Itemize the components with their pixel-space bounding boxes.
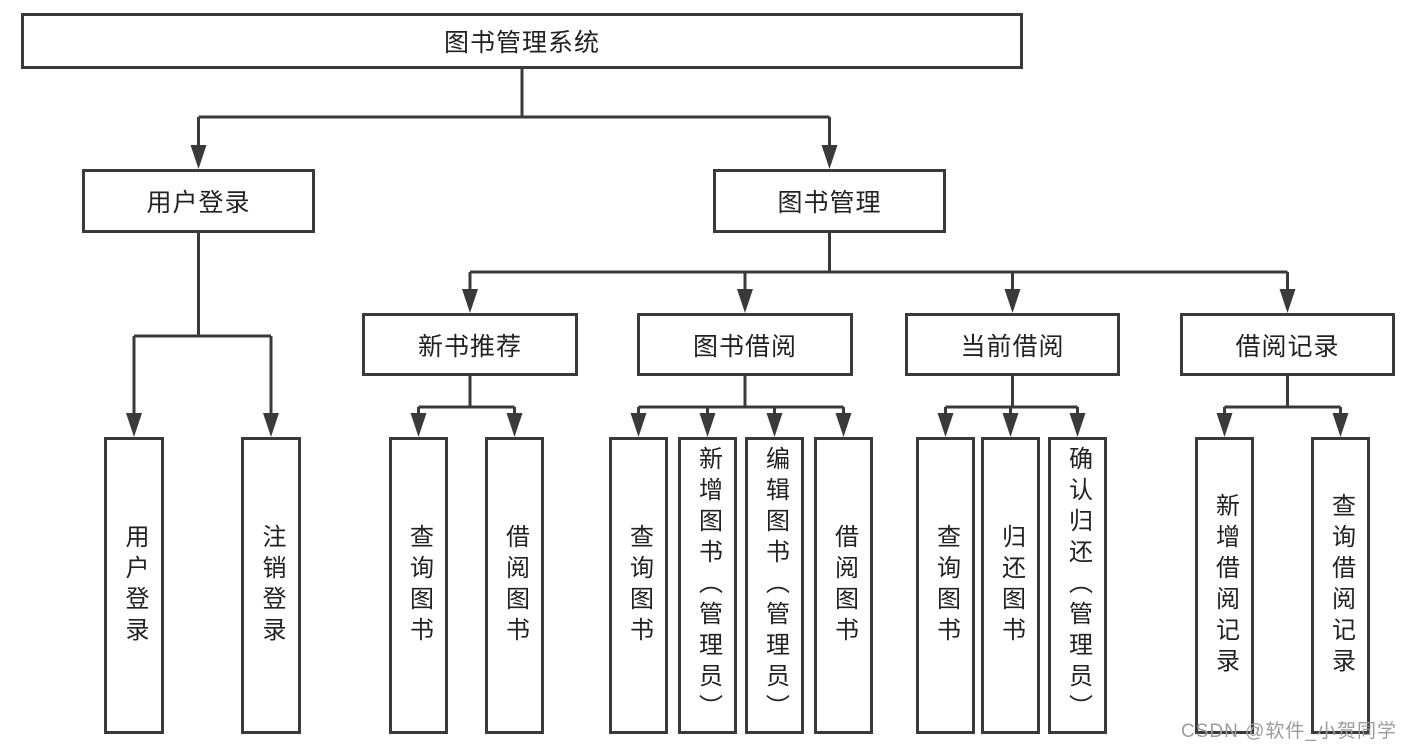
node-label-leaf-borrow-books-recommend: 借阅图书 xyxy=(501,523,529,648)
node-label-current-borrowing: 当前借阅 xyxy=(960,332,1065,361)
node-label-leaf-confirm-return-admin: 确认归还（管理员） xyxy=(1064,446,1092,725)
arrowhead-down-icon xyxy=(462,289,478,313)
arrowhead-down-icon xyxy=(1004,289,1021,313)
node-label-leaf-borrow-books: 借阅图书 xyxy=(830,523,858,648)
node-label-leaf-query-books-borrow: 查询图书 xyxy=(625,523,653,648)
node-label-leaf-edit-books-admin: 编辑图书（管理员） xyxy=(761,446,789,725)
node-label-library-management-system: 图书管理系统 xyxy=(443,29,600,57)
arrowhead-down-icon xyxy=(126,413,142,437)
arrowhead-down-icon xyxy=(766,413,783,437)
node-leaf-logout: 注销登录 xyxy=(241,437,301,734)
arrowhead-down-icon xyxy=(1002,413,1019,437)
node-label-book-borrowing: 图书借阅 xyxy=(692,332,797,361)
node-leaf-add-books-admin: 新增图书（管理员） xyxy=(678,437,737,734)
node-label-leaf-query-books-recommend: 查询图书 xyxy=(405,523,433,648)
node-label-leaf-return-books: 归还图书 xyxy=(997,523,1025,648)
node-leaf-borrow-books: 借阅图书 xyxy=(814,437,873,734)
node-leaf-return-books: 归还图书 xyxy=(981,437,1040,734)
arrowhead-down-icon xyxy=(1332,413,1349,437)
arrowhead-down-icon xyxy=(1279,289,1296,313)
node-leaf-edit-books-admin: 编辑图书（管理员） xyxy=(745,437,804,734)
node-leaf-query-books-recommend: 查询图书 xyxy=(389,437,448,734)
arrowhead-down-icon xyxy=(263,413,279,437)
node-leaf-add-borrow-record: 新增借阅记录 xyxy=(1195,437,1254,734)
arrowhead-down-icon xyxy=(1216,413,1233,437)
arrowhead-down-icon xyxy=(737,289,753,313)
node-label-leaf-query-borrow-record: 查询借阅记录 xyxy=(1327,492,1355,679)
node-leaf-borrow-books-recommend: 借阅图书 xyxy=(485,437,544,734)
node-library-management-system: 图书管理系统 xyxy=(21,13,1023,69)
node-current-borrowing: 当前借阅 xyxy=(905,313,1120,376)
arrowhead-down-icon xyxy=(821,145,838,169)
node-leaf-query-books-borrow: 查询图书 xyxy=(609,437,668,734)
arrowhead-down-icon xyxy=(937,413,954,437)
tree-connector-path xyxy=(132,69,1342,417)
node-label-book-management-branch: 图书管理 xyxy=(777,189,882,217)
arrowhead-down-icon xyxy=(506,413,523,437)
node-leaf-query-borrow-record: 查询借阅记录 xyxy=(1311,437,1370,734)
arrowhead-down-icon xyxy=(1069,413,1086,437)
node-label-leaf-user-login: 用户登录 xyxy=(121,523,148,648)
node-label-leaf-add-borrow-record: 新增借阅记录 xyxy=(1211,492,1239,679)
node-leaf-query-books-current: 查询图书 xyxy=(916,437,975,734)
arrowhead-down-icon xyxy=(190,145,207,169)
node-new-book-recommendation: 新书推荐 xyxy=(362,313,578,376)
node-label-leaf-query-books-current: 查询图书 xyxy=(932,523,960,648)
node-label-leaf-add-books-admin: 新增图书（管理员） xyxy=(694,446,722,725)
arrowhead-down-icon xyxy=(835,413,852,437)
node-leaf-confirm-return-admin: 确认归还（管理员） xyxy=(1048,437,1107,734)
arrowhead-down-icon xyxy=(410,413,427,437)
node-label-new-book-recommendation: 新书推荐 xyxy=(417,332,522,361)
node-label-user-login-branch: 用户登录 xyxy=(146,189,251,217)
node-leaf-user-login: 用户登录 xyxy=(104,437,164,734)
node-book-borrowing: 图书借阅 xyxy=(637,313,853,376)
watermark: CSDN @软件_小贺同学 xyxy=(1181,721,1397,742)
node-borrowing-records: 借阅记录 xyxy=(1180,313,1395,376)
node-label-borrowing-records: 借阅记录 xyxy=(1235,332,1340,361)
node-book-management-branch: 图书管理 xyxy=(713,169,946,233)
arrowhead-down-icon xyxy=(630,413,647,437)
node-label-leaf-logout: 注销登录 xyxy=(258,523,285,648)
node-user-login-branch: 用户登录 xyxy=(82,169,315,233)
arrowhead-down-icon xyxy=(699,413,716,437)
